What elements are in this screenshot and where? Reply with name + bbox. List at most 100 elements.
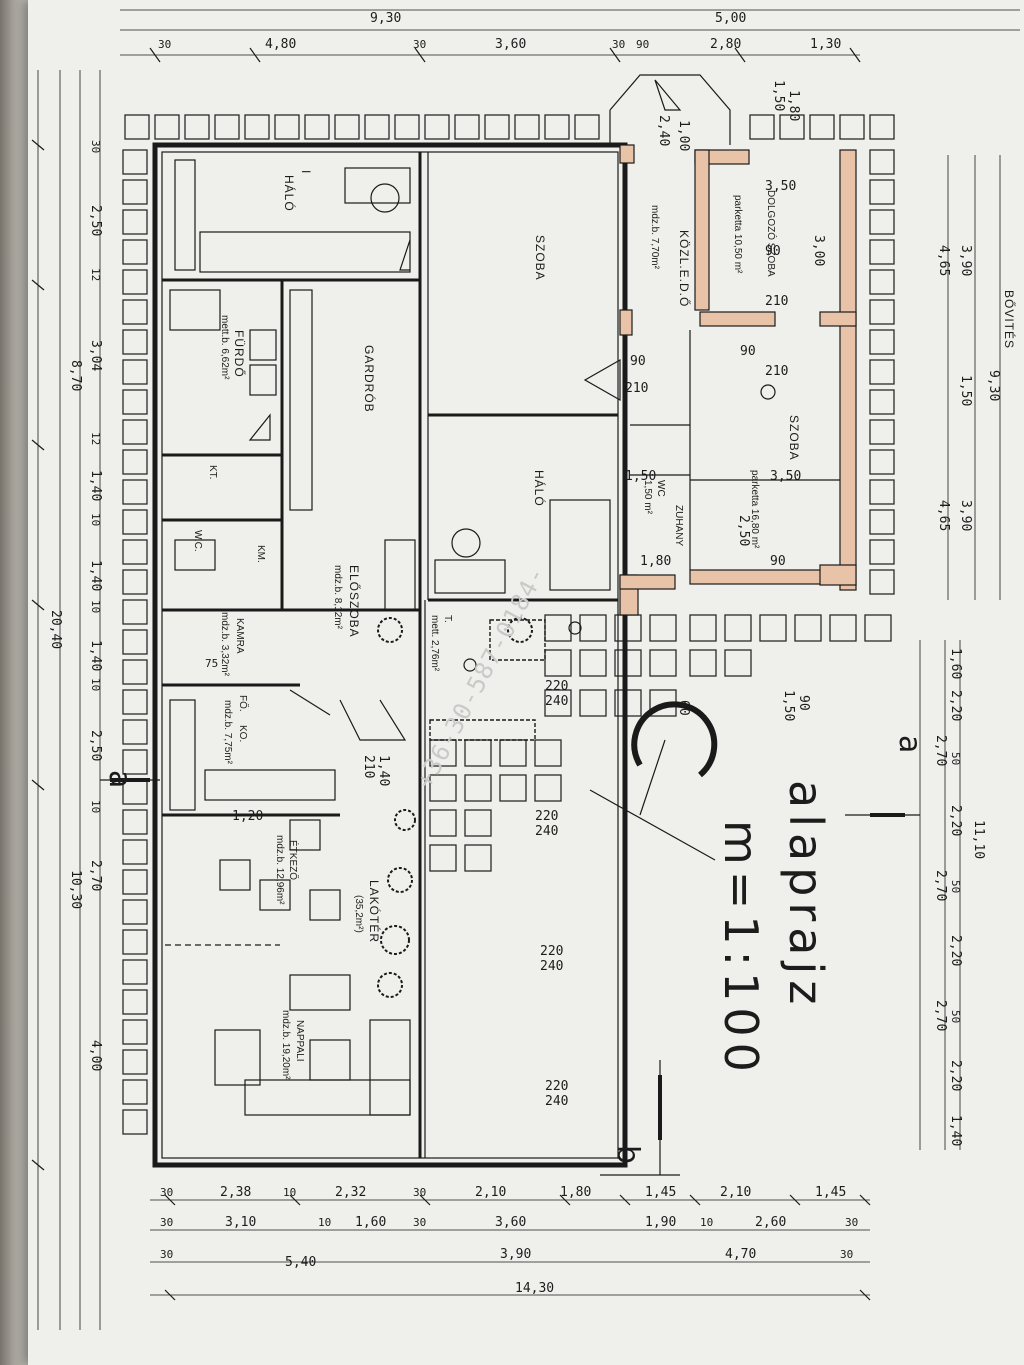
dim-far-right-2: 2,70 [933, 735, 948, 766]
dim-misc-60: 60 [676, 700, 691, 716]
room-dolgozo: DOLGOZÓ SZOBA [765, 190, 778, 277]
dim-left-b-12: 10 [89, 800, 102, 813]
compass-symbol [589, 701, 718, 861]
dim-far-right-7: 2,20 [948, 935, 963, 966]
room-szoba-2-area: parketta 16,80 m² [749, 470, 760, 549]
dim-misc-150-b: 1,50 [771, 80, 786, 111]
dim-left-b-6: 10 [89, 513, 102, 526]
dim-top-b-7: 1,30 [810, 37, 841, 52]
room-wc-2: WC [655, 480, 666, 497]
dim-bottom-c-0: 30 [160, 1248, 173, 1261]
room-wc: W.C. [192, 530, 203, 552]
room-szoba-2: SZOBA [787, 415, 801, 461]
dimension-ticks [31, 47, 871, 1301]
dim-far-right-6: 50 [949, 880, 962, 893]
dim-misc-150-c: 1,50 [625, 469, 656, 484]
dim-far-right-3: 50 [949, 752, 962, 765]
dim-left-outer: 20,40 [48, 610, 63, 649]
dim-left-b-7: 1,40 [88, 560, 103, 591]
room-szoba-1: SZOBA [533, 235, 547, 281]
room-wc-2-area: 1,50 m² [642, 480, 653, 515]
dim-bottom-c-4: 30 [840, 1248, 853, 1261]
room-gardrob: GARDRÓB [362, 345, 377, 413]
dim-bottom-a-0: 30 [160, 1186, 173, 1199]
dim-top-b-5: 90 [636, 38, 649, 51]
dim-far-right-0: 1,60 [948, 648, 963, 679]
dim-far-right-4: 2,20 [948, 805, 963, 836]
dim-left-b-8: 10 [89, 600, 102, 613]
dim-misc-90-c: 90 [740, 344, 756, 359]
room-konyha-prefix: FŐ. [237, 695, 251, 712]
dim-left-a-0: 8,70 [68, 360, 83, 391]
dim-bottom-b-5: 3,60 [495, 1215, 526, 1230]
room-eloszoba-area: mdz.b. 8,12m² [332, 565, 343, 630]
dim-bottom-b-2: 10 [318, 1216, 331, 1229]
dim-misc-90-b: 90 [765, 244, 781, 259]
room-etkezo: ÉTKEZŐ [287, 840, 301, 880]
dim-left-b-13: 2,70 [88, 860, 103, 891]
dim-misc-240-d: 240 [545, 1094, 568, 1109]
dim-far-right-1: 2,20 [948, 690, 963, 721]
room-terasz-area: mett. 2,76m² [429, 615, 440, 672]
dim-top-b-4: 30 [612, 38, 625, 51]
dim-bottom-a-7: 1,45 [645, 1185, 676, 1200]
dim-left-b-4: 12 [89, 432, 102, 445]
dim-top-b-3: 3,60 [495, 37, 526, 52]
room-konyha: KO. [237, 725, 248, 742]
room-kozl-area: mdz.b. 7,70m² [649, 205, 660, 270]
dim-left-a-1: 10,30 [68, 870, 83, 909]
garden-plants [377, 617, 546, 998]
dim-bottom-a-1: 2,38 [220, 1185, 251, 1200]
dim-bottom-b-1: 3,10 [225, 1215, 256, 1230]
dim-misc-220-d: 220 [545, 1079, 568, 1094]
dim-bottom-a-3: 2,32 [335, 1185, 366, 1200]
dim-far-right-8: 2,70 [933, 1000, 948, 1031]
room-halo-1-prefix: I [299, 170, 313, 174]
dim-top-a-0: 9,30 [370, 11, 401, 26]
room-halo-1: HÁLÓ [282, 175, 297, 212]
dim-top-b-6: 2,80 [710, 37, 741, 52]
room-kamra-area: mdz.b. 3,32m² [219, 612, 230, 677]
room-halo-2: HÁLÓ [532, 470, 547, 507]
room-km: KM. [255, 545, 266, 563]
building-walls [152, 142, 628, 1168]
room-zuhany: ZUHANY [673, 505, 684, 546]
paper-sheet [28, 0, 1024, 1365]
dim-misc-240-b: 240 [535, 824, 558, 839]
section-label-a-left: a [102, 770, 137, 794]
dim-bottom-a-9: 1,45 [815, 1185, 846, 1200]
dim-bottom-b-7: 10 [700, 1216, 713, 1229]
room-dolgozo-area: parketta 10,50 m² [732, 195, 743, 274]
dim-misc-220-a: 220 [545, 679, 568, 694]
dim-left-b-5: 1,40 [88, 470, 103, 501]
dim-bottom-b-0: 30 [160, 1216, 173, 1229]
dim-misc-240-a: 240 [545, 694, 568, 709]
dim-bottom-b-3: 1,60 [355, 1215, 386, 1230]
room-lakoter: LAKÓTÉR [367, 880, 382, 943]
dim-left-b-1: 2,50 [88, 205, 103, 236]
dim-bottom-b-6: 1,90 [645, 1215, 676, 1230]
dim-bottom-b-4: 30 [413, 1216, 426, 1229]
section-label-b: b [610, 1145, 645, 1170]
dim-top-b-2: 30 [413, 38, 426, 51]
room-kamra: KAMRA [234, 618, 245, 654]
dim-misc-210-b: 210 [765, 294, 788, 309]
section-markers [100, 778, 920, 1176]
dim-misc-210-c: 210 [765, 364, 788, 379]
dim-bottom-b-8: 2,60 [755, 1215, 786, 1230]
room-konyha-area: mdz.b. 7,75m² [222, 700, 233, 765]
dim-misc-90: 90 [796, 695, 811, 711]
dim-right-a-1: 4,65 [936, 500, 951, 531]
dim-misc-140: 1,40 [376, 755, 391, 786]
room-furdo-area: mett.b. 6,62m² [219, 315, 230, 380]
extension-label: BŐVITÉS [1002, 290, 1017, 349]
dim-misc-75: 75 [205, 657, 218, 670]
dim-misc-90-e: 90 [770, 554, 786, 569]
dim-misc-210-d: 210 [625, 381, 648, 396]
room-lakoter-area: (35,2m²) [353, 895, 364, 933]
dim-far-right-11: 1,40 [948, 1115, 963, 1146]
extension-walls [609, 74, 857, 616]
dim-bottom-b-9: 30 [845, 1216, 858, 1229]
dim-far-right-9: 50 [949, 1010, 962, 1023]
dim-bottom-a-8: 2,10 [720, 1185, 751, 1200]
